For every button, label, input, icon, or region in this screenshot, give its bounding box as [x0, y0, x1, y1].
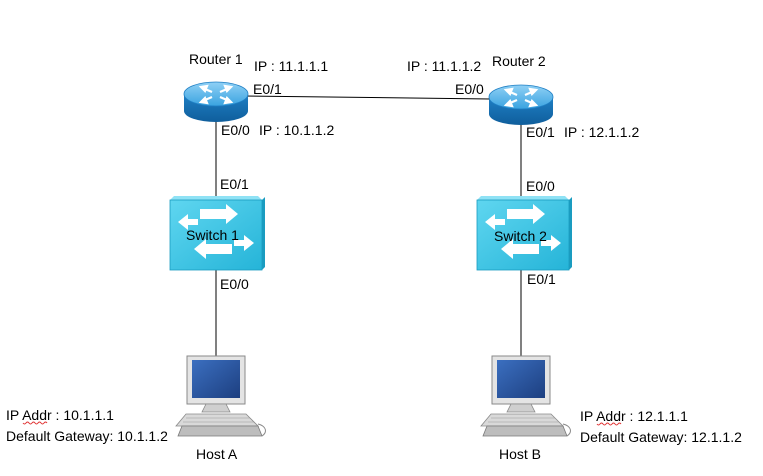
host-b[interactable]: IP Addr : 12.1.1.1 Default Gateway: 12.1… — [480, 355, 742, 462]
switch-1[interactable]: E0/1 Switch 1 E0/0 — [169, 176, 265, 292]
router-icon — [488, 84, 554, 125]
router-icon — [183, 81, 249, 122]
router-2-port-bottom: E0/1 — [526, 124, 555, 140]
router-1[interactable]: Router 1 IP : 11.1.1.1 E0/1 E0/0 IP : 10… — [183, 51, 334, 138]
router-2-ip-top: IP : 11.1.1.2 — [407, 58, 481, 74]
switch-icon — [476, 196, 572, 271]
host-b-name: Host B — [499, 446, 541, 462]
host-b-ip: IP Addr : 12.1.1.1 — [580, 408, 688, 424]
host-a-gateway: Default Gateway: 10.1.1.2 — [6, 428, 168, 444]
router-2-port-top: E0/0 — [455, 81, 484, 97]
switch-2-port-top: E0/0 — [526, 178, 555, 194]
router-1-ip-top: IP : 11.1.1.1 — [254, 58, 328, 74]
switch-2-name: Switch 2 — [494, 228, 547, 244]
router-2[interactable]: Router 2 IP : 11.1.1.2 E0/0 E0/1 IP : 12… — [407, 53, 639, 140]
router-2-name: Router 2 — [492, 53, 546, 69]
spellcheck-underline — [596, 422, 622, 426]
link-router1-router2 — [243, 95, 491, 100]
computer-icon — [480, 355, 571, 437]
router-1-name: Router 1 — [189, 51, 243, 67]
host-a-ip: IP Addr : 10.1.1.1 — [6, 407, 114, 423]
router-2-ip-bottom: IP : 12.1.1.2 — [564, 124, 639, 140]
switch-1-name: Switch 1 — [186, 227, 239, 243]
host-a[interactable]: IP Addr : 10.1.1.1 Default Gateway: 10.1… — [6, 355, 266, 462]
spellcheck-underline — [22, 421, 48, 425]
switch-2[interactable]: E0/0 Switch 2 E0/1 — [476, 178, 572, 287]
router-1-ip-bottom: IP : 10.1.1.2 — [259, 122, 334, 138]
router-1-port-top: E0/1 — [253, 81, 282, 97]
switch-2-port-bottom: E0/1 — [527, 271, 556, 287]
switch-icon — [169, 196, 265, 271]
switch-1-port-top: E0/1 — [220, 176, 249, 192]
host-a-name: Host A — [196, 446, 238, 462]
host-b-gateway: Default Gateway: 12.1.1.2 — [580, 429, 742, 445]
switch-1-port-bottom: E0/0 — [220, 276, 249, 292]
router-1-port-bottom: E0/0 — [221, 122, 250, 138]
computer-icon — [175, 355, 266, 437]
